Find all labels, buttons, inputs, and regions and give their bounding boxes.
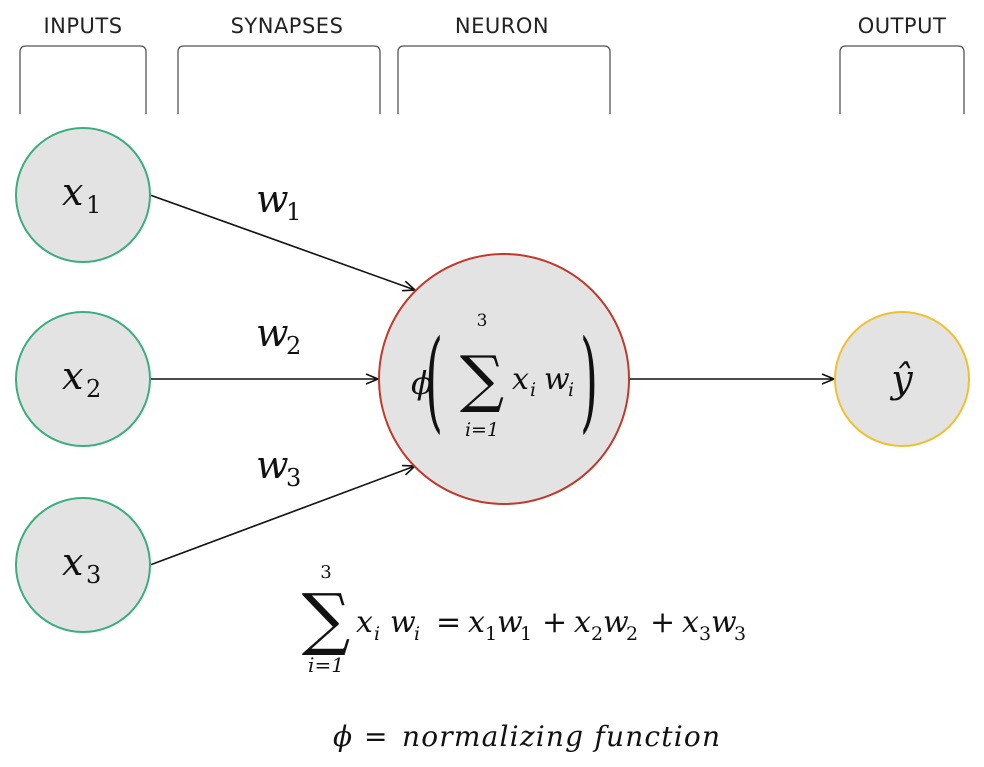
svg-text:x: x (574, 605, 591, 640)
svg-text:3: 3 (86, 561, 101, 589)
synapse-arrow-1 (149, 194, 415, 290)
svg-text:x: x (62, 540, 83, 584)
header-synapses: SYNAPSES (231, 14, 344, 38)
svg-text:i: i (374, 623, 380, 645)
neuron-sum-symbol: ∑ (460, 342, 504, 415)
svg-text:w: w (390, 605, 416, 640)
neuron-paren-close: ) (580, 316, 598, 444)
svg-text:1: 1 (286, 198, 301, 226)
input-node-3: x 3 (15, 497, 151, 633)
phi-definition: ϕ = normalizing function (333, 720, 721, 753)
svg-text:x: x (62, 170, 83, 214)
svg-text:w: w (256, 177, 289, 221)
svg-text:2: 2 (626, 623, 638, 645)
neuron-phi: ϕ (411, 364, 433, 402)
weight-label-2: w 2 (256, 311, 301, 360)
svg-text:x: x (512, 362, 529, 397)
svg-text:w: w (256, 443, 289, 487)
svg-text:3: 3 (320, 562, 331, 583)
svg-text:3: 3 (699, 623, 711, 645)
output-node: ŷ (834, 311, 970, 447)
svg-text:ϕ: ϕ (333, 720, 352, 753)
svg-text:w: w (256, 311, 289, 355)
svg-text:x: x (468, 605, 485, 640)
svg-text:2: 2 (591, 623, 603, 645)
input-node-2: x 2 (15, 311, 151, 447)
svg-text:1: 1 (86, 191, 101, 219)
input-node-1: x 1 (15, 127, 151, 263)
bracket-neuron (397, 45, 611, 114)
svg-text:2: 2 (286, 332, 301, 360)
weight-label-1: w 1 (256, 177, 301, 226)
svg-text:=: = (436, 605, 461, 640)
neuron-paren-open: ( (425, 316, 443, 444)
neuron-sum-upper: 3 (477, 311, 488, 331)
svg-text:w: w (544, 362, 570, 397)
svg-text:3: 3 (286, 464, 301, 492)
svg-text:w: w (603, 605, 629, 640)
header-inputs: INPUTS (43, 14, 122, 38)
svg-text:i=1: i=1 (308, 653, 344, 677)
svg-text:∑: ∑ (302, 580, 351, 659)
svg-text:x: x (356, 605, 373, 640)
svg-text:i: i (414, 623, 420, 645)
svg-text:+: + (650, 605, 675, 640)
svg-text:1: 1 (520, 623, 532, 645)
neuron-sum-lower: i=1 (465, 419, 499, 441)
svg-text:3: 3 (734, 623, 746, 645)
svg-text:x: x (62, 354, 83, 398)
weight-label-3: w 3 (256, 443, 301, 492)
bracket-synapses (177, 45, 381, 114)
svg-text:2: 2 (86, 375, 101, 403)
svg-text:x: x (682, 605, 699, 640)
bracket-output (839, 45, 965, 114)
svg-text:1: 1 (485, 623, 497, 645)
header-neuron: NEURON (455, 14, 549, 38)
sum-formula: 3 ∑ i=1 x i w i = x 1 w 1 + x 2 w 2 + x … (302, 562, 746, 677)
svg-text:w: w (711, 605, 737, 640)
svg-text:normalizing function: normalizing function (402, 720, 721, 753)
output-label: ŷ (889, 357, 913, 401)
header-output: OUTPUT (858, 14, 947, 38)
svg-text:w: w (497, 605, 523, 640)
synapse-arrow-3 (149, 466, 415, 566)
svg-text:=: = (364, 720, 387, 753)
svg-text:i: i (568, 379, 574, 401)
bracket-inputs (19, 45, 147, 114)
neuron-node: ϕ ( 3 ∑ i=1 x i w i ) (378, 253, 630, 505)
svg-text:i: i (530, 379, 536, 401)
svg-text:+: + (542, 605, 567, 640)
